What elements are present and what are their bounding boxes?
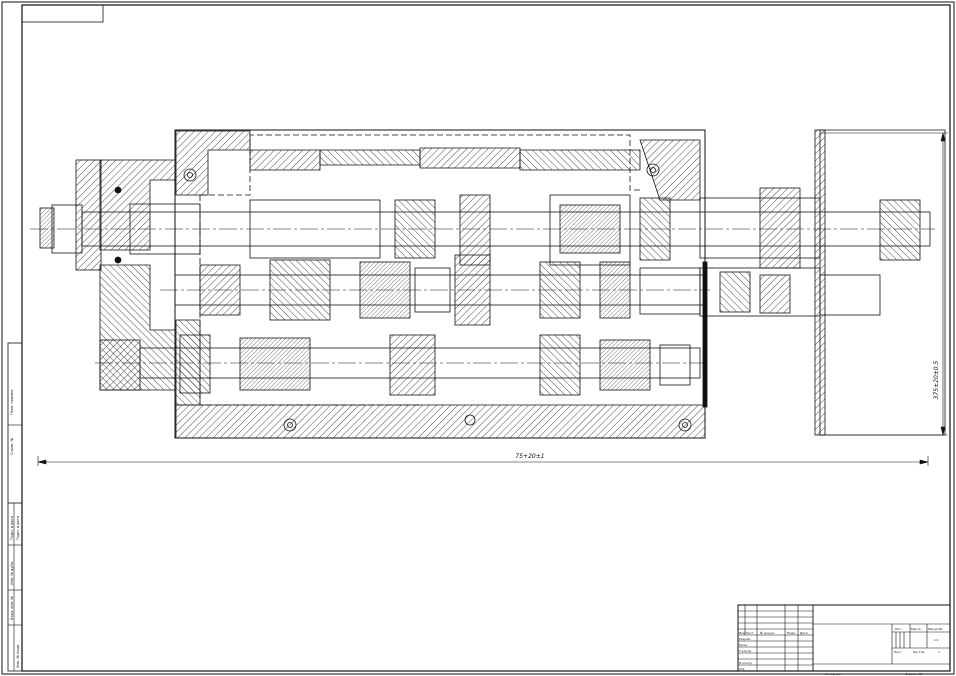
tb-scale-value: 1:1: [934, 638, 939, 642]
binding-strip: Перв. примен. Справ. № Подп. и дата Инв.…: [7, 342, 23, 672]
tb-col-mass: Масса: [911, 627, 921, 631]
title-block: [737, 604, 951, 672]
gearbox-section: [30, 129, 946, 439]
tb-sheets-label: Листов: [913, 650, 924, 654]
tb-col-lit: Лит.: [895, 627, 902, 631]
length-dimension: 75+20±1: [515, 453, 544, 460]
binding-label-1: Перв. примен.: [10, 389, 14, 415]
title-block-text: Изм Лист № докум. Подп. Дата Разраб. Про…: [738, 627, 942, 676]
binding-label-3: Подп. и дата: [10, 516, 14, 540]
dimensions: [37, 132, 948, 466]
tb-role-5: Утв.: [739, 667, 745, 671]
tb-sheets-value: 1: [938, 650, 940, 654]
tb-sheet-label: Лист: [894, 650, 902, 654]
binding-label-6: Подп. и дата: [16, 516, 20, 540]
tb-col-scale: Масштаб: [928, 627, 942, 631]
binding-label-7: Инв. № подл.: [16, 644, 20, 668]
binding-label-4: Инв. № дубл.: [10, 561, 14, 585]
tb-header-izm: Изм: [739, 631, 745, 635]
tb-format: Формат А1: [905, 672, 922, 676]
tb-header-sign: Подп.: [787, 631, 796, 635]
tb-role-1: Разраб.: [739, 637, 751, 641]
height-dimension: 375±20±0.5: [933, 360, 940, 399]
binding-label-5: Взам. инв. №: [10, 596, 14, 620]
tb-header-list: Лист: [746, 631, 754, 635]
tb-copied: Копировал: [825, 672, 842, 676]
tb-role-3: Т.контр.: [738, 649, 752, 653]
tb-header-date: Дата: [800, 631, 808, 635]
tb-header-doc: № докум.: [760, 631, 775, 635]
binding-label-2: Справ. №: [10, 438, 14, 455]
top-left-stamp-box: [21, 4, 104, 23]
tb-role-2: Пров.: [739, 643, 748, 647]
tb-role-4: Н.контр.: [739, 661, 752, 665]
